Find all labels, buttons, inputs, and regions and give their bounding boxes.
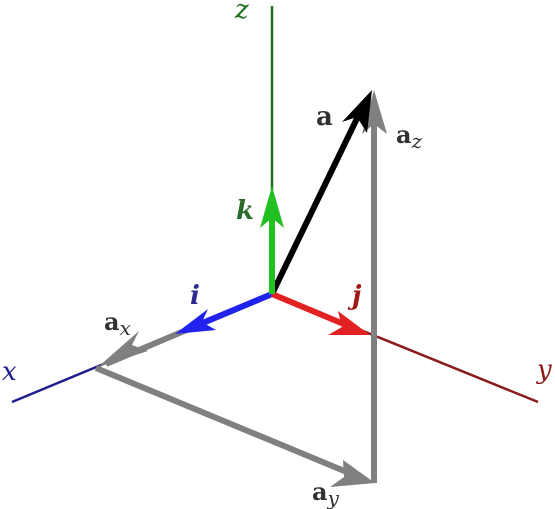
y-axis-label: y: [536, 355, 552, 385]
component-a-z-label: az: [396, 120, 423, 153]
component-a-y-arrow: [94, 365, 375, 487]
unit-vector-k-arrow: [260, 186, 284, 294]
component-a-x-label: ax: [104, 307, 131, 340]
vector-a-arrow: [269, 90, 372, 296]
vector-a-label: a: [316, 102, 333, 132]
x-axis-label: x: [2, 357, 17, 387]
unit-vector-k-label: k: [236, 196, 254, 226]
unit-vector-i-label: i: [190, 281, 200, 311]
component-a-y-label: ay: [312, 477, 340, 509]
unit-vector-i-arrow: [175, 291, 274, 334]
unit-vector-j-label: j: [347, 281, 362, 311]
z-axis-label: z: [234, 0, 249, 25]
unit-vector-j-arrow: [270, 291, 370, 335]
component-a-z-arrow: [362, 90, 387, 483]
